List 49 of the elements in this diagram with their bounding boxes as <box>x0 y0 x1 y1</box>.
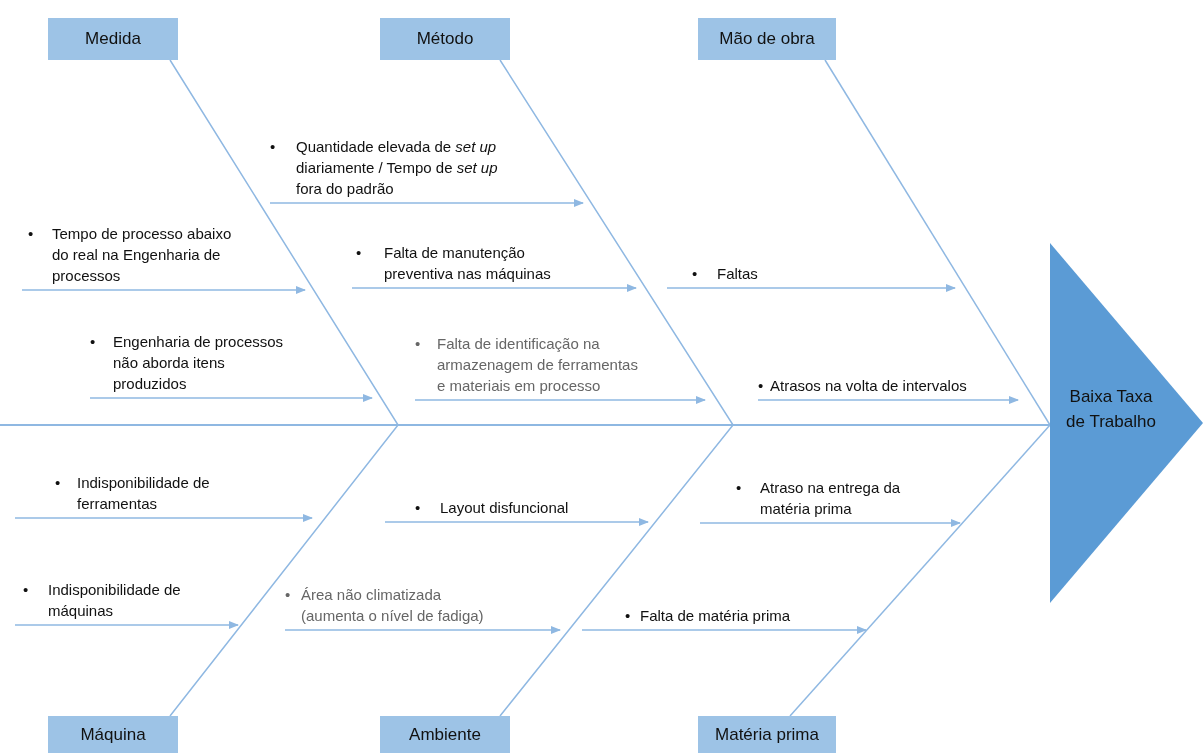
category-box: Matéria prima <box>698 716 836 753</box>
bone-line <box>789 424 1051 717</box>
cause-label: Engenharia de processos não aborda itens produzidos <box>113 332 285 394</box>
arrow <box>666 283 957 293</box>
arrow <box>699 518 962 528</box>
arrow <box>581 625 868 635</box>
cause-label: Indisponibilidade de máquinas <box>48 580 182 621</box>
bullet-mark: • <box>28 224 35 244</box>
bullet-mark: • <box>758 376 765 396</box>
arrow <box>351 283 638 293</box>
effect-label: Baixa Taxa de Trabalho <box>1065 386 1157 433</box>
arrow <box>284 625 562 635</box>
arrow <box>414 395 707 405</box>
cause-label: Falta de manutenção preventiva nas máquinas <box>384 243 552 284</box>
cause-label: Faltas <box>717 264 759 284</box>
arrow <box>757 395 1020 405</box>
effect-head <box>1050 243 1203 603</box>
category-box: Método <box>380 18 510 60</box>
bullet-mark: • <box>415 334 422 354</box>
cause-label: Layout disfuncional <box>440 498 570 518</box>
bullet-mark: • <box>625 606 632 626</box>
bullet-mark: • <box>90 332 97 352</box>
cause-label: Falta de matéria prima <box>640 606 792 626</box>
cause-label: Área não climatizada (aumenta o nível de fadiga) <box>301 585 485 626</box>
bullet-mark: • <box>270 137 277 157</box>
category-box: Medida <box>48 18 178 60</box>
cause-label: Atraso na entrega da matéria prima <box>760 478 902 519</box>
bullet-mark: • <box>415 498 422 518</box>
bullet-mark: • <box>55 473 62 493</box>
bullet-mark: • <box>285 585 292 605</box>
bullet-mark: • <box>736 478 743 498</box>
arrow <box>14 620 240 630</box>
cause-label: Tempo de processo abaixo do real na Engenharia de processos <box>52 224 233 286</box>
cause-label: Quantidade elevada de set up diariamente / Tempo de set up fora do padrão <box>296 137 499 199</box>
arrow <box>14 513 314 523</box>
arrow <box>269 198 585 208</box>
arrow <box>384 517 650 527</box>
bone-line <box>824 59 1051 426</box>
bullet-mark: • <box>23 580 30 600</box>
arrow <box>21 285 307 295</box>
cause-label: Falta de identificação na armazenagem de ferramentas e materiais em processo <box>437 334 639 396</box>
category-box: Ambiente <box>380 716 510 753</box>
category-box: Mão de obra <box>698 18 836 60</box>
category-box: Máquina <box>48 716 178 753</box>
cause-label: Atrasos na volta de intervalos <box>770 376 968 396</box>
cause-label: Indisponibilidade de ferramentas <box>77 473 211 514</box>
bullet-mark: • <box>356 243 363 263</box>
bullet-mark: • <box>692 264 699 284</box>
arrow <box>89 393 374 403</box>
